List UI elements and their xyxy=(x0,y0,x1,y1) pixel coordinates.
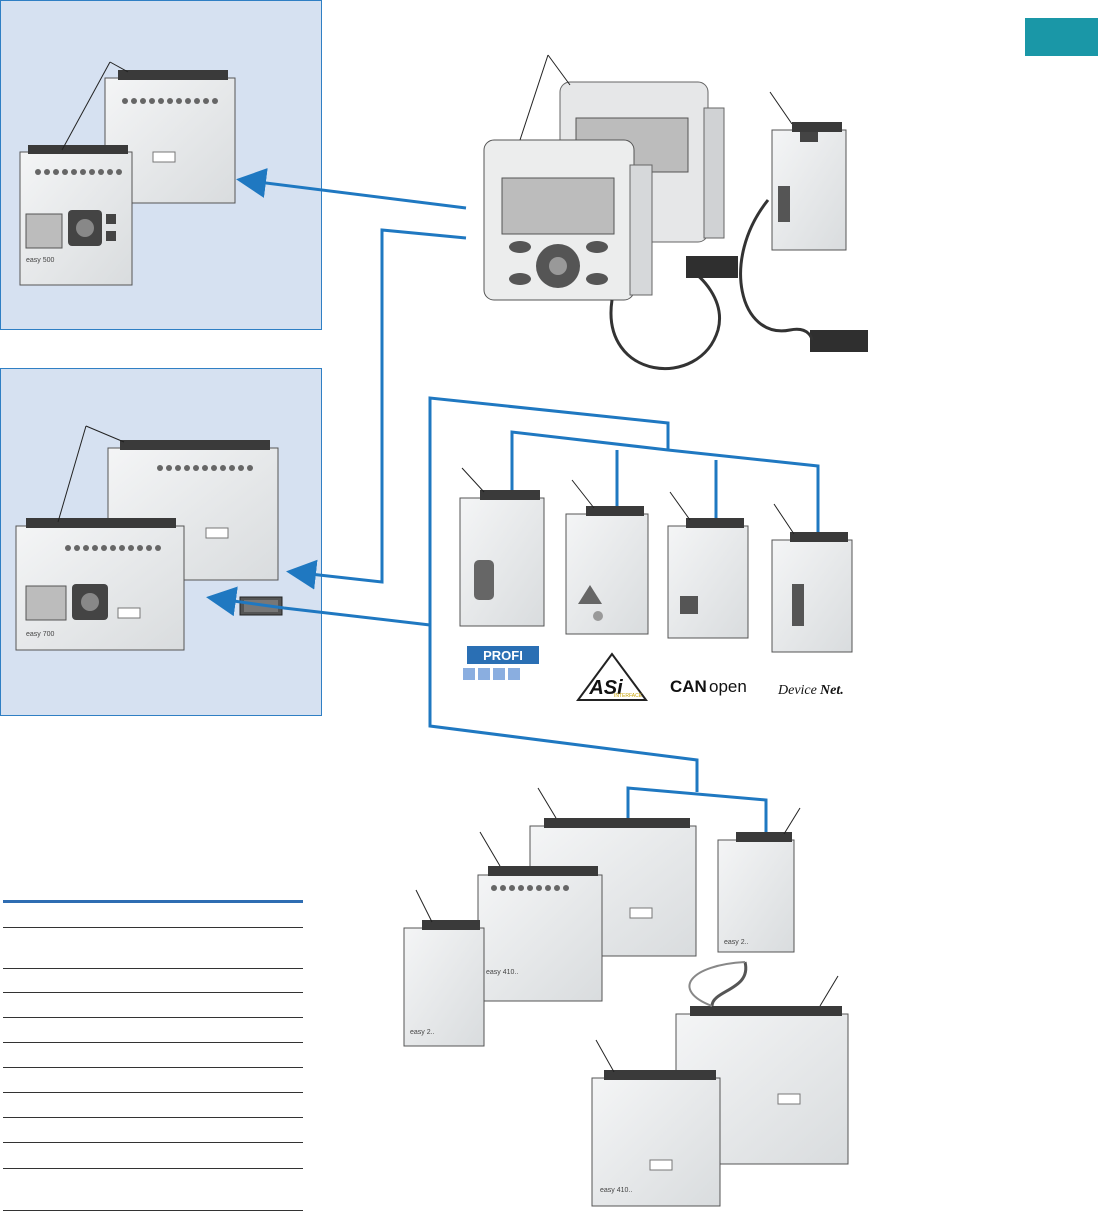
svg-text:ASi: ASi xyxy=(588,677,623,699)
canopen-module xyxy=(667,518,749,639)
cable-plug-2 xyxy=(810,330,868,352)
easy-700-rear-device xyxy=(107,440,279,581)
display-unit-front xyxy=(483,139,653,301)
easy-2-expansion-left: easy 2.. xyxy=(403,920,485,1047)
easy-410-device-b: easy 410.. xyxy=(591,1070,721,1207)
svg-text:open: open xyxy=(709,677,747,696)
svg-text:Device: Device xyxy=(777,683,817,698)
svg-text:easy 410..: easy 410.. xyxy=(600,1187,632,1194)
easy-500-label: easy 500 xyxy=(26,257,55,264)
svg-text:INTERFACE: INTERFACE xyxy=(614,693,643,699)
canopen-logo: CAN open xyxy=(670,677,747,696)
section-tab xyxy=(1025,18,1098,56)
devicenet-logo: Device Net. xyxy=(777,683,844,698)
easy-410-device-a: easy 410.. xyxy=(477,866,603,1002)
svg-text:easy 410..: easy 410.. xyxy=(486,969,518,976)
devicenet-module xyxy=(771,532,853,653)
asi-module xyxy=(565,506,649,635)
easy-500-front-device: easy 500 xyxy=(19,145,133,286)
svg-text:CAN: CAN xyxy=(670,677,707,696)
svg-text:easy 2..: easy 2.. xyxy=(724,939,749,946)
svg-text:PROFI: PROFI xyxy=(483,648,523,663)
profibus-module xyxy=(459,490,545,627)
asi-logo: ASi INTERFACE xyxy=(576,652,648,701)
cable-plug-1 xyxy=(686,256,738,278)
svg-text:Net.: Net. xyxy=(819,683,844,698)
easy-700-label: easy 700 xyxy=(26,631,55,638)
profibus-logo: PROFI xyxy=(463,646,539,680)
connection-lines xyxy=(206,168,820,832)
easy-2-expansion-right: easy 2.. xyxy=(717,832,795,953)
svg-text:easy 2..: easy 2.. xyxy=(410,1029,435,1036)
comm-module-top xyxy=(771,122,847,251)
easy-700-front-device: easy 700 xyxy=(15,518,185,651)
